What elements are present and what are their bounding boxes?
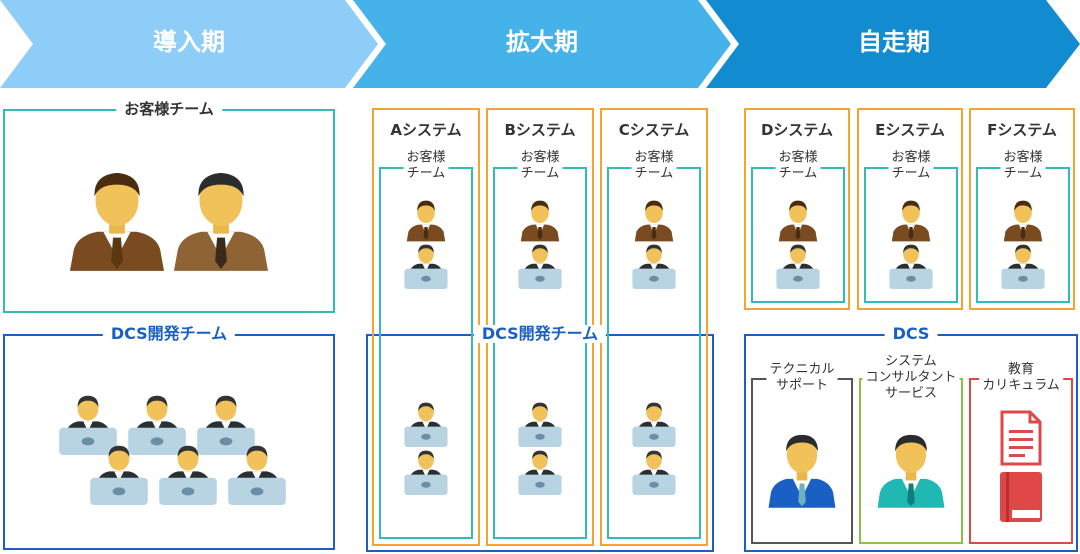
phase-arrow-expansion [353,0,731,88]
intro-customer-team-label: お客様チーム [116,100,222,118]
phase-label-expansion: 拡大期 [506,28,578,56]
developer-laptop-icon [624,440,684,502]
system-f-label: Fシステム [987,121,1057,139]
phase-arrows [0,0,1080,88]
selfrun-dcs-label: DCS [884,325,938,343]
developer-laptop-icon [993,234,1053,296]
system-e-label: Eシステム [875,121,945,139]
book-icon [1000,472,1042,522]
consultant-person-icon [873,418,949,514]
developer-laptop-icon [79,428,159,518]
system-consultant-label: システム コンサルタント サービス [862,354,960,402]
developer-laptop-icon [396,440,456,502]
developer-laptop-icon [510,234,570,296]
businessman-icon [172,158,270,276]
intro-dcs-team-label: DCS開発チーム [102,325,236,343]
developer-laptop-icon [396,234,456,296]
expansion-dcs-team-label: DCS開発チーム [473,325,607,343]
developer-laptop-icon [217,428,297,518]
system-f-box [969,108,1075,310]
system-f-customer-label: お客様 チーム [1000,150,1046,182]
developer-laptop-icon [510,440,570,502]
system-e-customer-label: お客様 チーム [888,150,934,182]
developer-laptop-icon [768,234,828,296]
document-icon [1000,410,1042,466]
education-curriculum-label: 教育 カリキュラム [979,362,1063,394]
phase-label-selfrun: 自走期 [858,28,930,56]
system-d-box [744,108,850,310]
developer-laptop-icon [624,234,684,296]
system-e-box [857,108,963,310]
system-b-label: Bシステム [504,121,576,139]
phase-arrow-selfrun [706,0,1080,88]
system-d-customer-label: お客様 チーム [775,150,821,182]
phase-arrow-intro [0,0,378,88]
system-d-label: Dシステム [760,121,833,139]
developer-laptop-icon [881,234,941,296]
intro-customer-team-box [3,109,335,313]
businessman-icon [68,158,166,276]
phase-label-intro: 導入期 [153,28,225,56]
system-c-customer-label: お客様 チーム [631,150,677,182]
support-person-icon [764,418,840,514]
developer-laptop-icon [148,428,228,518]
system-b-customer-label: お客様 チーム [517,150,563,182]
system-a-label: Aシステム [390,121,462,139]
technical-support-label: テクニカル サポート [766,362,838,394]
system-a-customer-label: お客様 チーム [403,150,449,182]
system-c-label: Cシステム [618,121,690,139]
